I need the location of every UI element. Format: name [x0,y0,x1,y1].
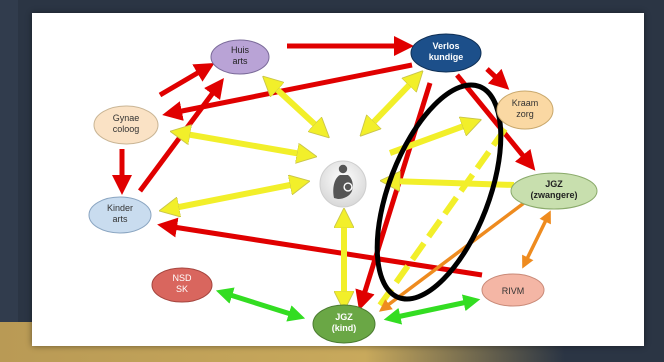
node-nsd-sk-line1: NSD [172,273,192,283]
node-verloskundige-line1: Verlos [432,41,459,51]
node-jgz-zwangere-line2: (zwangere) [530,190,577,200]
diagram-slide: Huis arts Verlos kundige Gynae coloog Kr… [32,13,644,346]
node-verloskundige: Verlos kundige [410,33,482,73]
arrow-verloskundige-jgz-kind [355,82,433,311]
node-jgz-kind-line1: JGZ [335,312,353,322]
yellow-arrows [169,78,515,301]
node-gynaecoloog-line1: Gynae [113,113,140,123]
node-rivm-label: RIVM [502,286,525,296]
node-gynaecoloog-line2: coloog [113,124,140,134]
mother-child-icon [319,160,367,208]
highlight-ellipse [374,82,504,302]
node-kraamzorg-line2: zorg [516,109,534,119]
node-kinderarts-line2: arts [112,214,128,224]
node-kraamzorg: Kraam zorg [496,90,554,130]
node-gynaecoloog: Gynae coloog [93,105,159,145]
arrow-jgz-zwangere-jgz-kind [378,201,526,312]
node-kinderarts-line1: Kinder [107,203,133,213]
node-nsd-sk-line2: SK [176,284,188,294]
arrow-nsd-sk-jgz-kind [215,287,306,322]
arrow-kinderarts-center [169,183,300,209]
background-strip [0,0,18,362]
arrow-verloskundige-center [367,78,416,129]
node-jgz-kind-line2: (kind) [332,323,357,333]
node-jgz-zwangere-line1: JGZ [545,179,563,189]
node-kraamzorg-line1: Kraam [512,98,539,108]
arrow-verloskundige-kraamzorg [485,67,510,90]
arrow-rivm-kinderarts [157,217,483,278]
green-arrows [215,287,481,325]
node-kinderarts: Kinder arts [88,196,152,234]
node-huisarts: Huis arts [210,39,270,75]
network-diagram: Huis arts Verlos kundige Gynae coloog Kr… [88,33,598,344]
arrow-verloskundige-jgz-zwangere [455,73,536,171]
node-huisarts-line1: Huis [231,45,250,55]
orange-arrows [378,201,551,312]
arrow-huisarts-center [270,83,322,131]
dashed-arrow-kraamzorg-jgz-kind [375,127,508,310]
node-jgz-kind: JGZ (kind) [312,304,376,344]
node-verloskundige-line2: kundige [429,52,464,62]
arrow-jgz-kind-rivm [383,294,481,325]
arrow-gynaecoloog-huisarts [158,62,215,98]
node-huisarts-line2: arts [232,56,248,66]
node-jgz-zwangere: JGZ (zwangere) [510,172,598,210]
arrow-gynaecoloog-center [180,133,307,155]
node-rivm: RIVM [481,273,545,307]
arrow-jgz-zwangere-rivm [522,210,551,269]
node-nsd-sk: NSD SK [151,267,213,303]
